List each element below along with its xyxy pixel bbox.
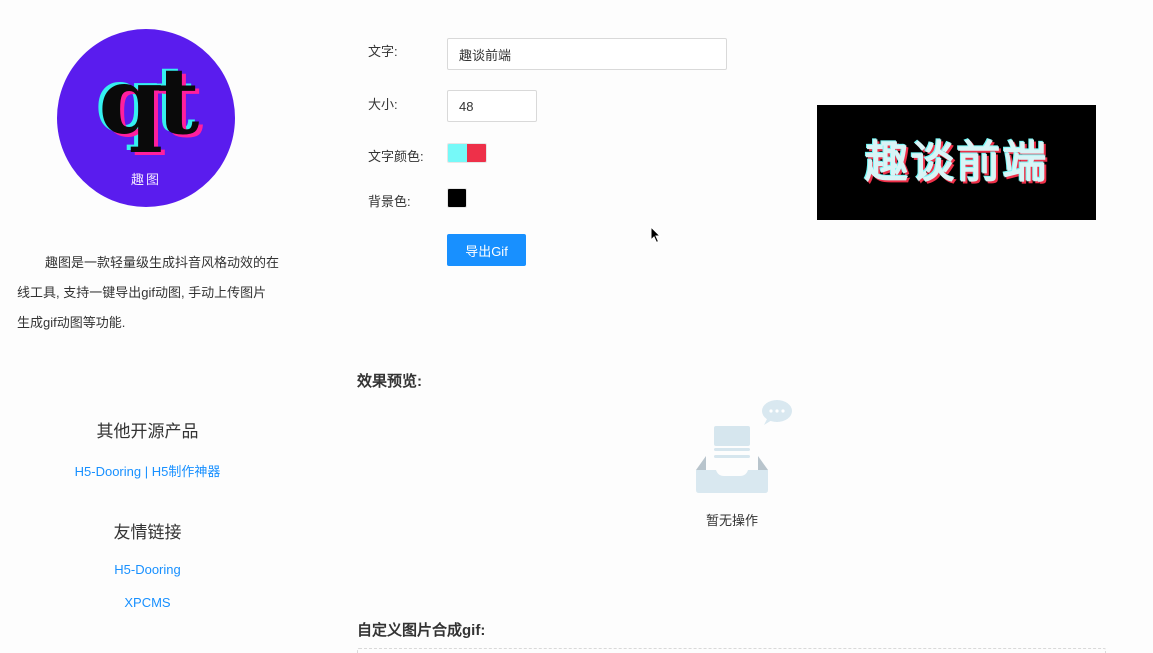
size-input[interactable] — [447, 90, 537, 122]
app-description: 趣图是一款轻量级生成抖音风格动效的在线工具, 支持一键导出gif动图, 手动上传… — [17, 255, 280, 330]
other-products-title: 其他开源产品 — [96, 422, 199, 441]
custom-gif-heading: 自定义图片合成gif: — [357, 622, 486, 639]
export-gif-button[interactable]: 导出Gif — [447, 234, 526, 266]
size-label: 大小: — [368, 97, 398, 112]
text-preview-canvas: 趣谈前端 趣谈前端 趣谈前端 — [817, 105, 1096, 220]
preview-layer-red: 趣谈前端 — [866, 140, 1051, 189]
logo-layer-magenta: qt — [102, 50, 204, 158]
logo-layer-cyan: qt — [94, 45, 196, 153]
text-color-swatch-cyan[interactable] — [447, 143, 467, 163]
empty-inbox-icon — [696, 400, 792, 493]
friend-links-title: 友情链接 — [113, 523, 182, 542]
bg-color-swatch[interactable] — [447, 188, 467, 208]
link-h5-dooring-maker[interactable]: H5-Dooring | H5制作神器 — [74, 464, 221, 479]
preview-layer-cyan: 趣谈前端 — [863, 137, 1048, 186]
logo-layer-black: qt — [98, 47, 200, 155]
text-label: 文字: — [368, 44, 398, 59]
link-xpcms[interactable]: XPCMS — [124, 595, 171, 610]
app-logo: qt qt qt 趣图 — [57, 29, 235, 207]
text-color-label: 文字颜色: — [368, 149, 424, 164]
sidebar: qt qt qt 趣图 趣图是一款轻量级生成抖音风格动效的在线工具, 支持一键导… — [0, 0, 295, 653]
preview-layer-white: 趣谈前端 — [864, 138, 1049, 187]
text-color-swatch-red[interactable] — [467, 143, 487, 163]
link-h5-dooring[interactable]: H5-Dooring — [114, 562, 181, 577]
empty-state-text: 暂无操作 — [705, 513, 758, 528]
effect-preview-heading: 效果预览: — [357, 373, 422, 390]
text-input[interactable] — [447, 38, 727, 70]
logo-subtitle: 趣图 — [130, 172, 161, 187]
bg-color-label: 背景色: — [368, 194, 411, 209]
mouse-cursor-icon — [650, 226, 662, 244]
image-upload-dropzone[interactable] — [357, 648, 1106, 653]
